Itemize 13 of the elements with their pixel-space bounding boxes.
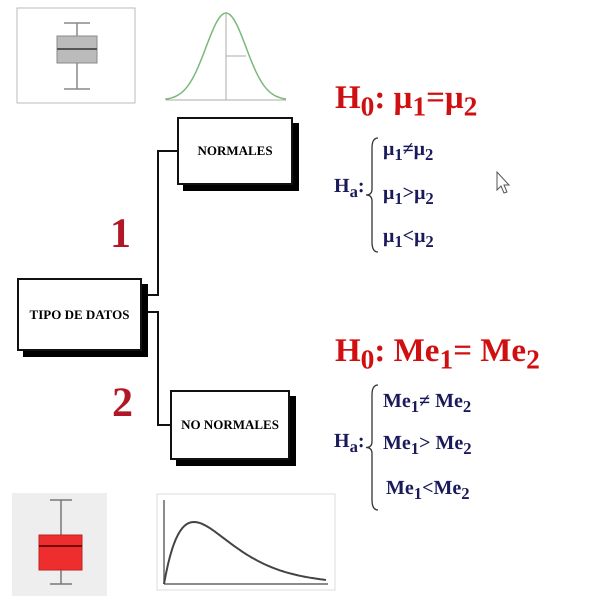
hypothesis-text: Me$_{1}$≠ Me$_{2}$ <box>383 390 472 417</box>
node-label: NORMALES <box>197 142 273 160</box>
hypothesis-text: Me$_{1}$<Me$_{2}$ <box>386 477 470 504</box>
hypothesis-text: H$_{a}$: <box>334 430 365 457</box>
hypothesis-text: Me$_{1}$> Me$_{2}$ <box>383 432 472 459</box>
hypothesis-text: H$_{a}$: <box>334 175 365 202</box>
hypothesis-text: H$_{0}$: Me$_{1}$= Me$_{2}$ <box>335 333 540 376</box>
node-label: NO NORMALES <box>181 416 279 434</box>
node-label: TIPO DE DATOS <box>30 306 130 324</box>
hypothesis-text: μ$_{1}$<μ$_{2}$ <box>383 225 434 252</box>
hypothesis-text: H$_{0}$: μ$_{1}$=μ$_{2}$ <box>335 80 478 123</box>
hypothesis-text: μ$_{1}$≠μ$_{2}$ <box>383 138 434 165</box>
hypothesis-text: μ$_{1}$>μ$_{2}$ <box>383 182 434 209</box>
